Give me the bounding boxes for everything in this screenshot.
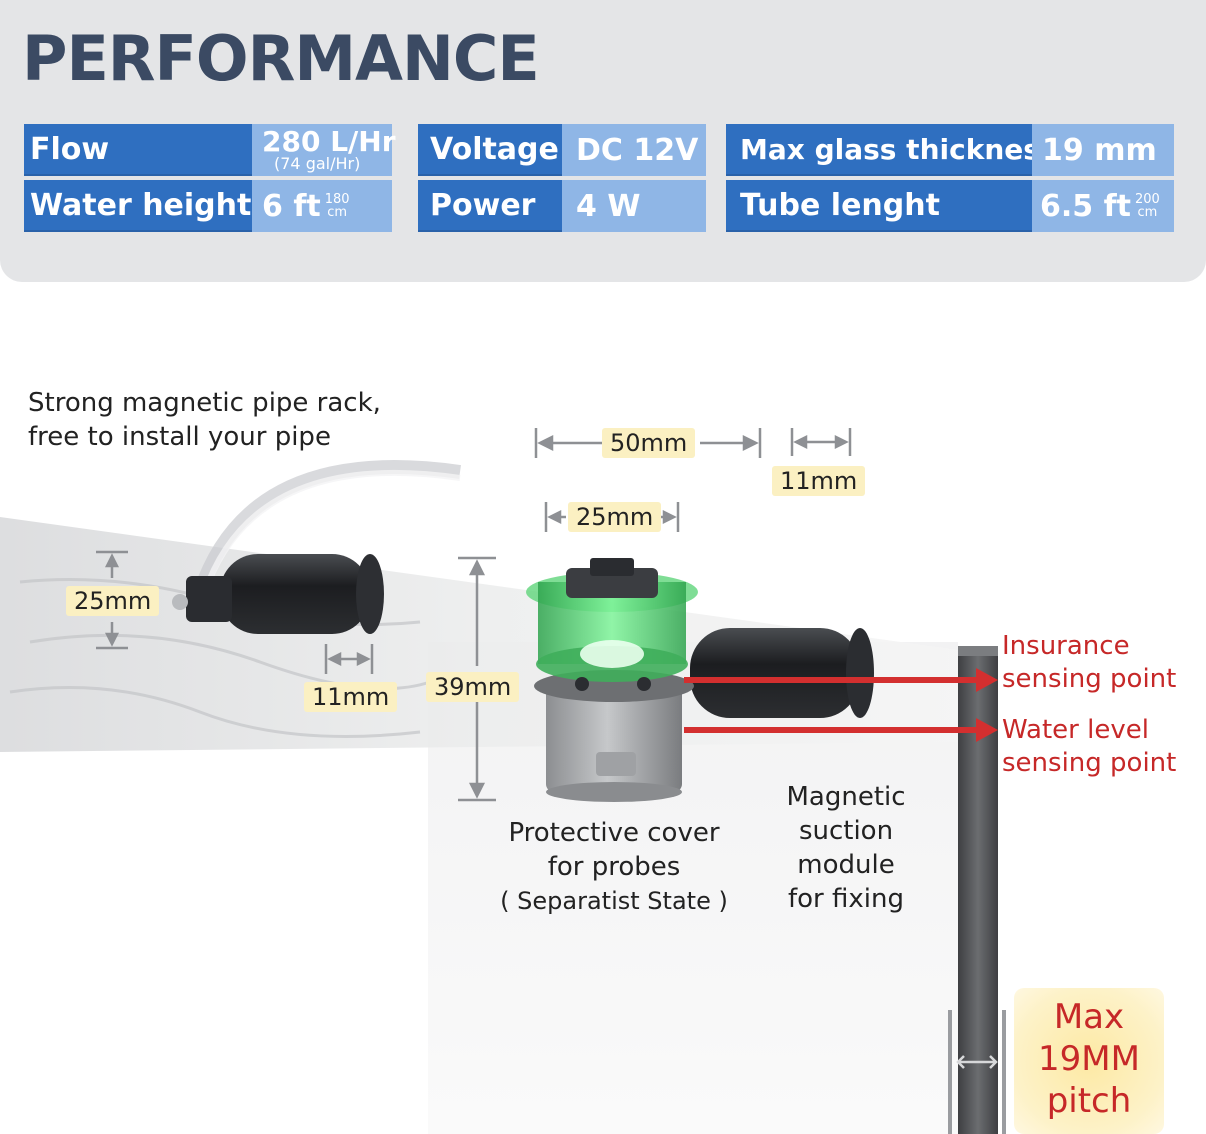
magnetic-caption-line1: Magnetic bbox=[786, 782, 906, 812]
spec-label-power: Power bbox=[418, 180, 562, 232]
pipe-rack-caption-line2: free to install your pipe bbox=[28, 422, 331, 452]
spec-table-flow-height: Flow 280 L/Hr (74 gal/Hr) Water height 6… bbox=[24, 124, 396, 232]
magnetic-caption-line2: suction bbox=[798, 816, 894, 846]
pitch-line3: pitch bbox=[1046, 1081, 1132, 1121]
water-height-value: 6 ft bbox=[262, 188, 321, 224]
dim-line-11mm-top bbox=[790, 428, 852, 456]
pitch-line1: Max bbox=[1053, 997, 1125, 1037]
spec-row-flow: Flow 280 L/Hr (74 gal/Hr) bbox=[24, 124, 396, 176]
cover-caption-line2: for probes bbox=[547, 852, 681, 882]
spec-label-water-height: Water height bbox=[24, 180, 252, 232]
spec-label-glass-thickness: Max glass thickness bbox=[726, 124, 1057, 176]
tube-length-value: 6.5 ft bbox=[1040, 188, 1131, 224]
spec-label-tube-length: Tube lenght bbox=[726, 180, 1032, 232]
spec-value-glass-thickness: 19 mm bbox=[1032, 124, 1174, 176]
water-height-sub-bottom: cm bbox=[327, 205, 348, 220]
magnetic-caption-line3: module bbox=[797, 850, 895, 880]
insurance-caption-line2: sensing point bbox=[1002, 664, 1177, 694]
tube-length-sub-top: 200 bbox=[1134, 192, 1160, 207]
spec-value-power: 4 W bbox=[562, 180, 706, 232]
dim-label-25mm-left: 25mm bbox=[66, 586, 160, 616]
page-title: PERFORMANCE bbox=[22, 22, 540, 95]
insurance-arrow bbox=[684, 668, 998, 692]
tube-length-unit: 200 cm bbox=[1135, 193, 1160, 219]
pipe-hose bbox=[193, 460, 461, 595]
cover-caption-line1: Protective cover bbox=[508, 818, 720, 848]
spec-table-glass-tube: Max glass thickness 19 mm Tube lenght 6.… bbox=[726, 124, 1174, 232]
flow-value: 280 L/Hr bbox=[262, 125, 396, 158]
dim-line-50mm bbox=[534, 428, 762, 458]
spec-label-flow: Flow bbox=[24, 124, 252, 176]
magnetic-module bbox=[690, 628, 874, 718]
pitch-arrow bbox=[956, 1055, 998, 1069]
spec-row-glass-thickness: Max glass thickness 19 mm bbox=[726, 124, 1174, 176]
magnetic-caption-line4: for fixing bbox=[788, 884, 904, 914]
max-pitch-box: Max 19MM pitch bbox=[1014, 988, 1164, 1134]
cover-caption-line3: ( Separatist State ) bbox=[500, 887, 728, 915]
water-level-caption-line2: sensing point bbox=[1002, 748, 1177, 778]
product-diagram: Strong magnetic pipe rack, free to insta… bbox=[0, 282, 1206, 1134]
spec-value-tube-length: 6.5 ft 200 cm bbox=[1032, 180, 1174, 232]
water-level-sensing-caption: Water level sensing point bbox=[1002, 714, 1176, 780]
spec-value-flow: 280 L/Hr (74 gal/Hr) bbox=[252, 124, 396, 176]
pipe-rack-caption: Strong magnetic pipe rack, free to insta… bbox=[28, 386, 381, 454]
spec-table-voltage-power: Voltage DC 12V Power 4 W bbox=[418, 124, 706, 232]
pitch-line2: 19MM bbox=[1038, 1039, 1140, 1079]
glass-wall-top bbox=[958, 646, 998, 656]
spec-row-tube-length: Tube lenght 6.5 ft 200 cm bbox=[726, 180, 1174, 232]
water-height-sub-top: 180 bbox=[324, 192, 350, 207]
sensor-probe-cover bbox=[534, 670, 694, 802]
dim-line-11mm-left bbox=[324, 644, 374, 674]
spec-row-water-height: Water height 6 ft 180 cm bbox=[24, 180, 392, 232]
protective-cover-caption: Protective cover for probes ( Separatist… bbox=[494, 816, 734, 918]
green-sensor-head bbox=[526, 558, 698, 691]
diagram-illustration bbox=[0, 428, 1006, 1134]
spec-row-power: Power 4 W bbox=[418, 180, 706, 232]
magnetic-module-caption: Magnetic suction module for fixing bbox=[766, 780, 926, 916]
dim-label-11mm-left: 11mm bbox=[304, 682, 398, 712]
dim-line-39mm bbox=[458, 556, 496, 802]
water-height-unit: 180 cm bbox=[325, 193, 350, 219]
dim-label-11mm-top: 11mm bbox=[772, 466, 866, 496]
dim-label-25mm-top: 25mm bbox=[568, 502, 662, 532]
dim-label-39mm: 39mm bbox=[426, 672, 520, 702]
pipe-hose-inner bbox=[201, 469, 461, 595]
water-level-arrow bbox=[684, 718, 998, 742]
spec-label-voltage: Voltage bbox=[418, 124, 562, 176]
dim-label-50mm: 50mm bbox=[602, 428, 696, 458]
pipe-rack bbox=[172, 554, 384, 634]
spec-value-water-height: 6 ft 180 cm bbox=[252, 180, 392, 232]
pipe-rack-caption-line1: Strong magnetic pipe rack, bbox=[28, 388, 381, 418]
tank-edge-left bbox=[0, 752, 428, 1134]
performance-panel: PERFORMANCE Flow 280 L/Hr (74 gal/Hr) Wa… bbox=[0, 0, 1206, 282]
dim-line-25mm-top bbox=[544, 502, 680, 532]
insurance-sensing-caption: Insurance sensing point bbox=[1002, 630, 1176, 696]
water-level-caption-line1: Water level bbox=[1002, 715, 1149, 745]
spec-value-voltage: DC 12V bbox=[562, 124, 706, 176]
flow-sub-value: (74 gal/Hr) bbox=[274, 154, 361, 173]
insurance-caption-line1: Insurance bbox=[1002, 631, 1130, 661]
dim-line-25mm-left bbox=[96, 550, 128, 650]
spec-row-voltage: Voltage DC 12V bbox=[418, 124, 706, 176]
tube-length-sub-bottom: cm bbox=[1137, 205, 1158, 220]
